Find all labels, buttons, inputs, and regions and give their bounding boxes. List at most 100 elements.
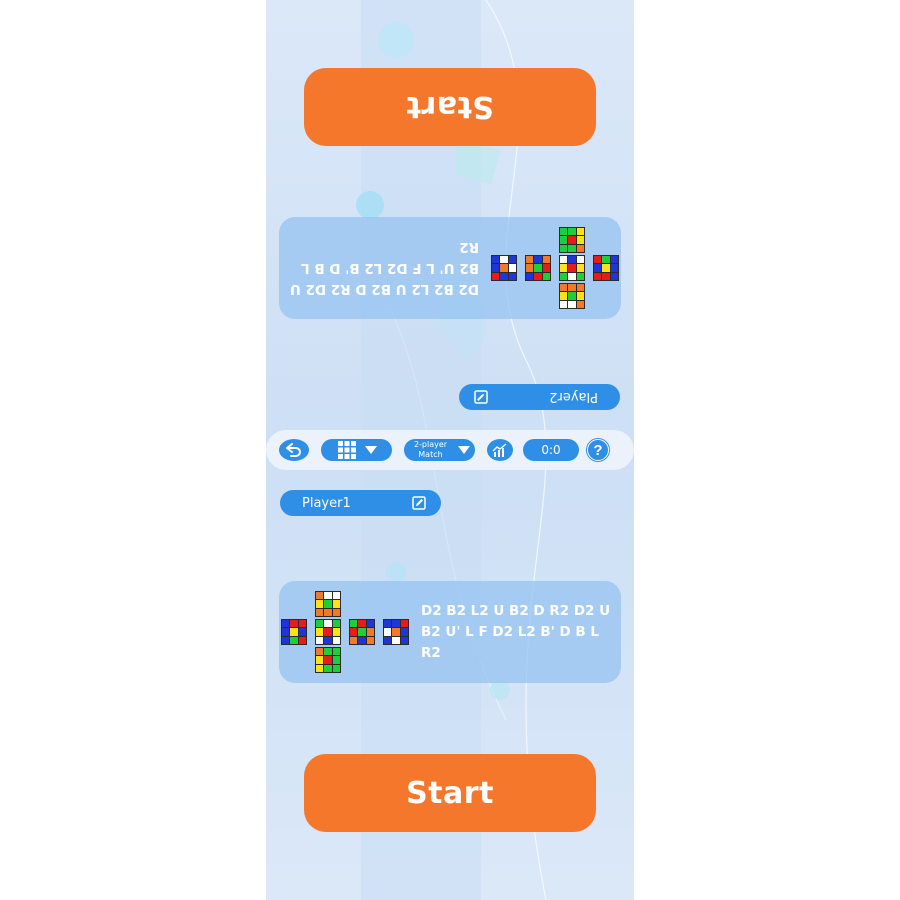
score-display: 0:0: [523, 439, 579, 461]
sticker: [568, 284, 576, 292]
cube-face-U: [559, 283, 585, 309]
sticker: [492, 264, 500, 272]
sticker: [332, 608, 340, 616]
mode-line1: 2-player: [413, 440, 448, 449]
player1-start-button[interactable]: Start: [304, 754, 596, 832]
grid-3x3-icon: [337, 441, 356, 459]
sticker: [332, 620, 340, 628]
player1-scramble: D2 B2 L2 U B2 D R2 D2 U B2 U' L F D2 L2 …: [421, 602, 611, 661]
sticker: [350, 636, 358, 644]
sticker: [534, 264, 542, 272]
player2-name-pill[interactable]: Player2: [459, 384, 620, 410]
sticker: [290, 636, 298, 644]
toolbar: 2-player Match 0:0 ?: [266, 430, 634, 470]
sticker: [316, 628, 324, 636]
edit-icon[interactable]: [411, 495, 427, 511]
sticker: [542, 264, 550, 272]
sticker: [534, 272, 542, 280]
sticker: [568, 292, 576, 300]
sticker: [324, 636, 332, 644]
sticker: [290, 620, 298, 628]
sticker: [560, 228, 568, 236]
sticker: [576, 300, 584, 308]
cube-face-F: [559, 255, 585, 281]
sticker: [594, 264, 602, 272]
cube-face-U: [315, 591, 341, 617]
sticker: [602, 256, 610, 264]
sticker: [332, 656, 340, 664]
sticker: [316, 620, 324, 628]
sticker: [350, 620, 358, 628]
sticker: [560, 264, 568, 272]
player2-start-button[interactable]: Start: [304, 68, 596, 146]
sticker: [324, 608, 332, 616]
player2-name: Player2: [549, 389, 598, 405]
sticker: [324, 628, 332, 636]
sticker: [500, 256, 508, 264]
stats-button[interactable]: [487, 439, 513, 461]
cube-net: [281, 588, 417, 676]
cube-face-L: [281, 619, 307, 645]
sticker: [508, 256, 516, 264]
sticker: [610, 272, 618, 280]
sticker: [324, 664, 332, 672]
sticker: [384, 636, 392, 644]
mode-dropdown[interactable]: 2-player Match: [404, 439, 475, 461]
sticker: [332, 600, 340, 608]
sticker: [560, 236, 568, 244]
player1-scramble-card: D2 B2 L2 U B2 D R2 D2 U B2 U' L F D2 L2 …: [279, 581, 621, 683]
sticker: [332, 664, 340, 672]
player2-area: Player2 D2 B2 L2 U B2 D R2 D2 U B2 U' L …: [266, 0, 634, 430]
sticker: [602, 272, 610, 280]
edit-icon[interactable]: [473, 389, 489, 405]
sticker: [298, 620, 306, 628]
cube-face-B: [491, 255, 517, 281]
sticker: [576, 244, 584, 252]
sticker: [366, 636, 374, 644]
sticker: [358, 636, 366, 644]
app-screen: Player2 D2 B2 L2 U B2 D R2 D2 U B2 U' L …: [266, 0, 634, 900]
sticker: [576, 272, 584, 280]
sticker: [282, 628, 290, 636]
sticker: [332, 592, 340, 600]
sticker: [568, 236, 576, 244]
player1-area: Player1 D2 B2 L2 U B2 D R2 D2 U B2 U' L …: [266, 470, 634, 900]
sticker: [332, 628, 340, 636]
sticker: [610, 256, 618, 264]
sticker: [324, 648, 332, 656]
back-button[interactable]: [279, 439, 309, 461]
sticker: [350, 628, 358, 636]
sticker: [282, 636, 290, 644]
player2-scramble-card: D2 B2 L2 U B2 D R2 D2 U B2 U' L F D2 L2 …: [279, 217, 621, 319]
sticker: [384, 620, 392, 628]
help-button[interactable]: ?: [587, 439, 609, 461]
sticker: [316, 608, 324, 616]
sticker: [392, 628, 400, 636]
cube-type-dropdown[interactable]: [321, 439, 392, 461]
sticker: [500, 272, 508, 280]
cube-face-D: [559, 227, 585, 253]
cube-face-F: [315, 619, 341, 645]
cube-face-L: [593, 255, 619, 281]
sticker: [526, 256, 534, 264]
sticker: [492, 272, 500, 280]
cube-face-B: [383, 619, 409, 645]
sticker: [400, 620, 408, 628]
sticker: [594, 256, 602, 264]
sticker: [568, 300, 576, 308]
sticker: [568, 244, 576, 252]
player1-name-pill[interactable]: Player1: [280, 490, 441, 516]
sticker: [316, 600, 324, 608]
caret-down-icon: [364, 446, 377, 454]
cube-face-R: [525, 255, 551, 281]
sticker: [526, 264, 534, 272]
sticker: [576, 236, 584, 244]
sticker: [492, 256, 500, 264]
sticker: [316, 648, 324, 656]
player2-scramble: D2 B2 L2 U B2 D R2 D2 U B2 U' L F D2 L2 …: [289, 239, 479, 298]
sticker: [576, 228, 584, 236]
sticker: [324, 620, 332, 628]
sticker: [332, 636, 340, 644]
sticker: [298, 636, 306, 644]
sticker: [542, 272, 550, 280]
